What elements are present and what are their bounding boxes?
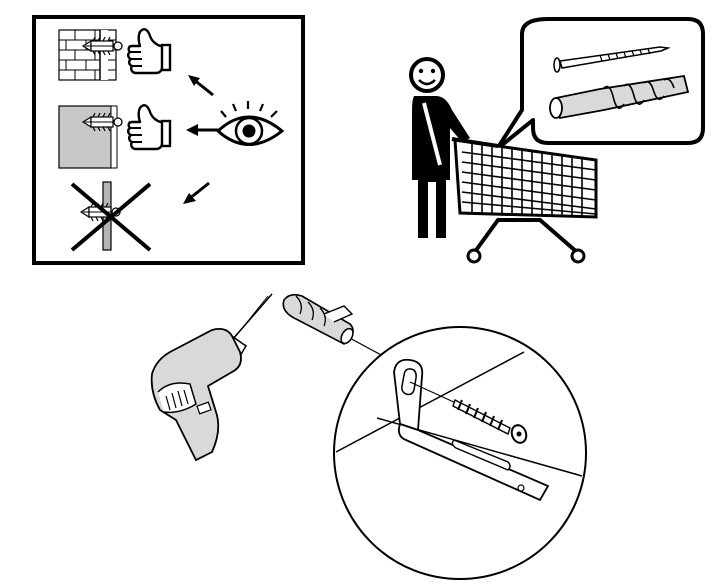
wall-bracket [393,358,550,502]
shopping-cart-icon [451,137,598,264]
wall-plug-icon [282,293,354,345]
arrow-icon [188,75,214,97]
arrow-icon [186,124,218,136]
screw-icon [409,381,528,444]
brick-wall-icon [58,29,117,81]
screw-icon [553,46,671,73]
person-figure [409,57,470,238]
wall-type-guide-panel [32,15,305,265]
installation-panel [150,293,587,580]
eye-icon [215,101,285,146]
speech-bubble [495,17,705,151]
wall-plug-icon [549,74,690,120]
drill-icon [150,293,273,462]
plasterboard-wall-icon [58,105,118,169]
shopping-panel [409,17,705,264]
magnified-detail-circle [333,326,587,580]
arrow-icon [183,181,210,204]
cross-icon [70,182,152,252]
